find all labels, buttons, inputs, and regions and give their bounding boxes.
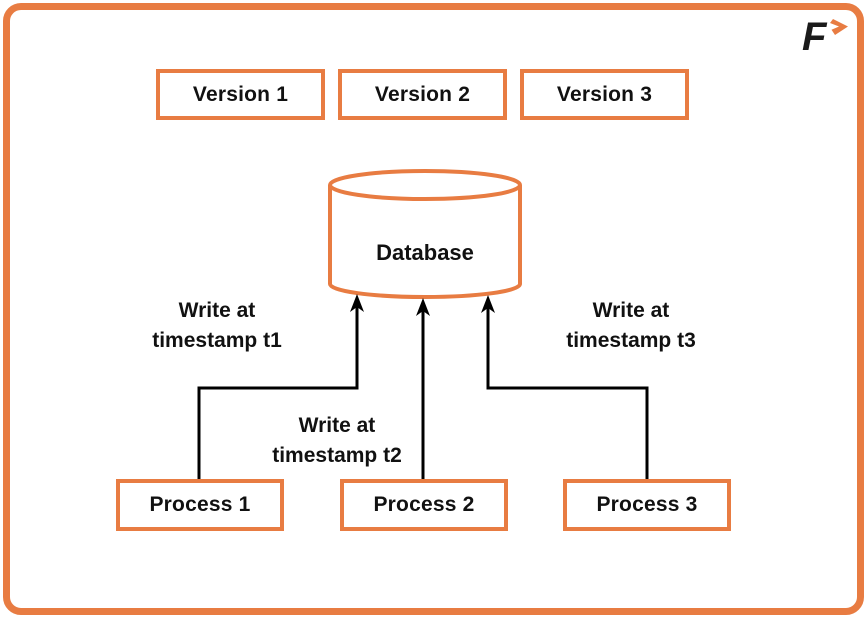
database-label: Database — [376, 240, 474, 265]
process-2-label: Process 2 — [373, 493, 475, 516]
arrowhead-process3 — [481, 295, 495, 313]
arrowhead-process1 — [350, 294, 364, 312]
arrowhead-process2 — [416, 298, 430, 316]
arrow-process1-to-db — [197, 307, 359, 479]
write-t3-line2: timestamp t3 — [566, 329, 696, 352]
process-1-label: Process 1 — [149, 493, 251, 516]
write-timestamp-t1-label: Write at timestamp t1 — [117, 296, 317, 356]
write-timestamp-t2-label: Write at timestamp t2 — [237, 411, 437, 471]
write-t1-line1: Write at — [178, 299, 256, 322]
process-1-box: Process 1 — [116, 479, 284, 531]
version-2-box: Version 2 — [338, 69, 507, 120]
version-3-label: Version 3 — [556, 82, 653, 106]
write-t2-line2: timestamp t2 — [272, 444, 402, 467]
write-timestamp-t3-label: Write at timestamp t3 — [531, 296, 731, 356]
process-2-box: Process 2 — [340, 479, 508, 531]
chevron-right-icon — [830, 19, 848, 35]
database-cylinder-body — [328, 185, 522, 299]
logo-letter: F — [802, 16, 828, 58]
version-2-label: Version 2 — [374, 82, 471, 106]
version-1-box: Version 1 — [156, 69, 325, 120]
process-3-box: Process 3 — [563, 479, 731, 531]
write-t3-line1: Write at — [592, 299, 670, 322]
write-t1-line2: timestamp t1 — [152, 329, 282, 352]
process-3-label: Process 3 — [596, 493, 698, 516]
write-t2-line1: Write at — [298, 414, 376, 437]
arrow-process3-to-db — [486, 308, 649, 479]
brand-logo: F — [800, 15, 856, 59]
database-cylinder-top — [328, 169, 522, 201]
version-3-box: Version 3 — [520, 69, 689, 120]
version-1-label: Version 1 — [192, 82, 289, 106]
